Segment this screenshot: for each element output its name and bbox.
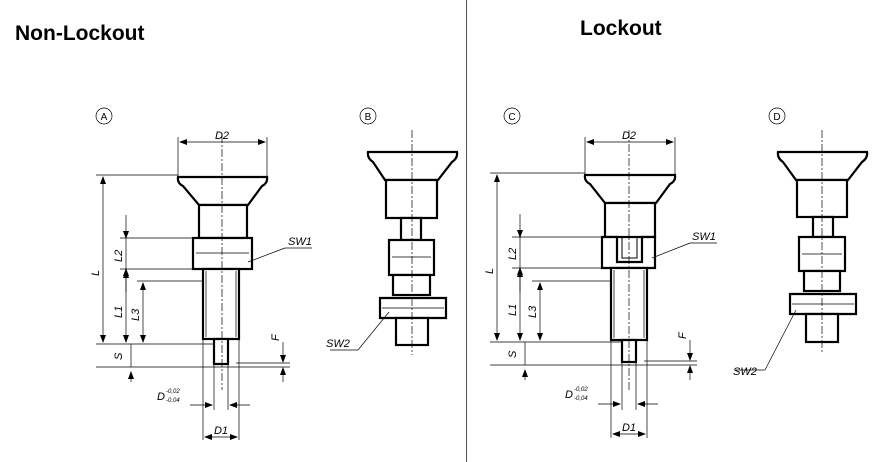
heading-non-lockout: Non-Lockout xyxy=(15,22,145,45)
view-d-knob xyxy=(776,150,869,182)
view-c-l-label: L xyxy=(484,268,496,274)
view-b-sleeve xyxy=(384,178,439,220)
view-a-sleeve xyxy=(197,203,249,240)
view-a-s-label: S xyxy=(113,352,125,360)
view-a-d2-label: D2 xyxy=(215,130,229,142)
view-a-l1-label: L1 xyxy=(113,306,125,318)
view-d-marker xyxy=(768,107,786,125)
view-d-shaft xyxy=(811,215,835,239)
view-a-l3-label: L3 xyxy=(130,308,142,321)
view-a-d-label: D xyxy=(157,391,165,403)
view-c-d-label: D xyxy=(565,389,573,401)
view-b-sw2-label: SW2 xyxy=(326,338,350,350)
view-a-sw1-label: SW1 xyxy=(288,236,312,248)
view-a-f-label: F xyxy=(270,333,282,341)
view-c-l1-label: L1 xyxy=(507,304,519,316)
view-b-knob xyxy=(366,150,459,182)
view-b: B SW2 xyxy=(326,107,459,355)
view-a: A D2 L L2 xyxy=(90,107,312,440)
view-c-marker xyxy=(503,107,521,125)
view-a-marker xyxy=(95,107,113,125)
view-c-d1-label: D1 xyxy=(622,422,636,434)
view-b-inner-nut xyxy=(387,238,436,277)
view-b-label: B xyxy=(365,112,372,123)
view-a-d1-label: D1 xyxy=(214,425,228,437)
view-b-thread-top xyxy=(391,273,432,297)
view-c-f-label: F xyxy=(677,331,689,339)
divider-line xyxy=(466,0,467,462)
view-c-sw1-label: SW1 xyxy=(692,231,716,243)
view-a-l2-label: L2 xyxy=(113,250,125,262)
view-d: D SW2 xyxy=(733,107,869,378)
view-c-d-tol-upper: -0,02 xyxy=(574,387,588,393)
view-c-l3-label: L3 xyxy=(527,305,539,318)
heading-lockout: Lockout xyxy=(580,17,662,40)
view-b-shaft xyxy=(399,216,423,242)
view-b-marker xyxy=(359,107,377,125)
view-c-l2-label: L2 xyxy=(507,248,519,260)
view-d-label: D xyxy=(773,112,780,123)
view-c-sleeve xyxy=(603,201,657,239)
view-a-d-tol-lower: -0,04 xyxy=(166,398,180,404)
view-a-plunger-pin xyxy=(212,337,230,366)
view-a-d-tol-upper: -0,02 xyxy=(166,389,180,395)
view-a-nut-sw1 xyxy=(191,236,254,271)
view-c-d-tol-lower: -0,04 xyxy=(574,396,588,402)
view-c-slotted-nut-sw1 xyxy=(600,235,657,270)
view-a-knob xyxy=(176,175,269,207)
view-c-d2-label: D2 xyxy=(622,130,636,142)
view-d-sw2-label: SW2 xyxy=(733,366,757,378)
view-a-threaded-body xyxy=(201,267,241,341)
view-c-label: C xyxy=(508,112,515,123)
view-a-l-label: L xyxy=(90,270,102,276)
view-c: C D2 L L2 L1 L3 xyxy=(484,107,717,438)
view-c-s-label: S xyxy=(507,350,519,358)
view-a-label: A xyxy=(101,112,108,123)
view-c-knob xyxy=(583,173,677,205)
